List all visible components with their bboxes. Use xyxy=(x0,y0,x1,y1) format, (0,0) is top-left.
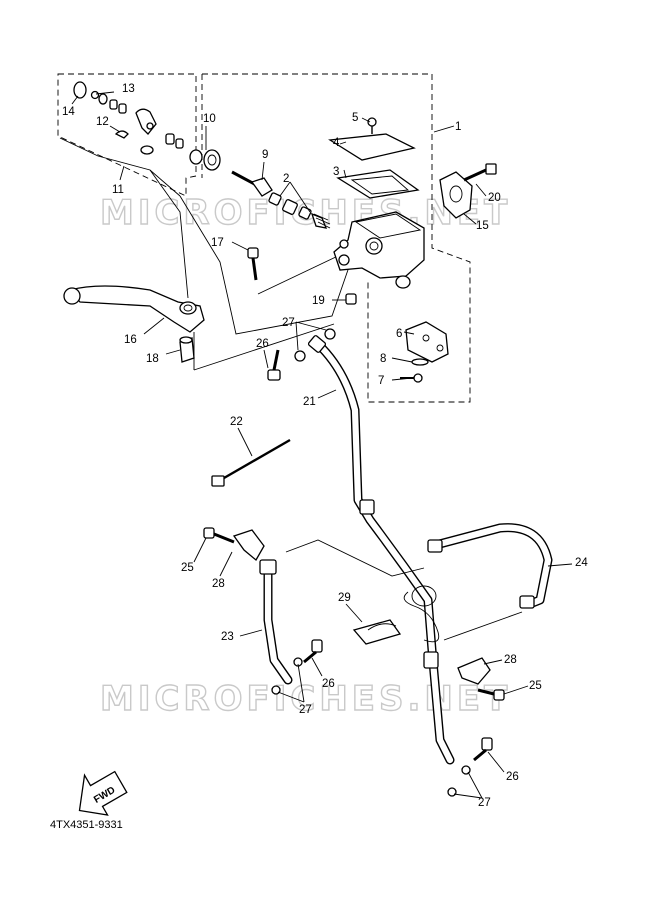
callout-labels: 1 2 3 4 5 6 7 8 9 10 11 12 13 14 15 16 1… xyxy=(62,83,588,809)
part-10-icon xyxy=(189,149,221,171)
part-28-clamp-top-icon xyxy=(232,529,265,561)
callout-28-bottom: 28 xyxy=(504,654,517,666)
leader-lines xyxy=(71,91,573,799)
callout-5: 5 xyxy=(352,112,358,124)
part-17-bolt-icon xyxy=(247,247,259,281)
callout-3: 3 xyxy=(333,166,339,178)
part-20-bolt-icon xyxy=(463,163,497,182)
callout-15: 15 xyxy=(476,220,489,232)
callout-6: 6 xyxy=(396,328,402,340)
callout-27-mid: 27 xyxy=(299,704,312,716)
part-27-washers-top-icon xyxy=(294,328,336,362)
part-9-pushrod-icon xyxy=(231,170,273,197)
callout-7: 7 xyxy=(378,375,384,387)
callout-10: 10 xyxy=(203,113,216,125)
callout-26-bottom: 26 xyxy=(506,771,519,783)
callout-1: 1 xyxy=(455,121,461,133)
wire-loop xyxy=(403,591,440,643)
part-26-bolt-mid-icon xyxy=(303,639,323,664)
callout-17: 17 xyxy=(211,237,224,249)
part-19-nut-icon xyxy=(345,293,357,305)
part-4-cap-icon xyxy=(328,133,416,161)
part-6-switch-icon xyxy=(405,321,449,363)
hose-fittings xyxy=(259,335,535,669)
part-16-brake-lever-icon xyxy=(63,285,205,333)
fwd-arrow-icon: FWD xyxy=(78,770,128,816)
lever-boundary-lines xyxy=(59,137,351,371)
lower-boundary-lines xyxy=(285,539,523,641)
part-1-master-cylinder-icon xyxy=(333,211,425,289)
callout-25-bottom: 25 xyxy=(529,680,542,692)
part-12-icon xyxy=(135,108,157,135)
callout-4: 4 xyxy=(333,137,340,149)
callout-22: 22 xyxy=(230,416,243,428)
part-8-screw-icon xyxy=(411,358,429,366)
callout-26-mid: 26 xyxy=(322,678,335,690)
part-29-bracket-icon xyxy=(352,619,402,645)
reservoir-cap-parts xyxy=(328,117,420,199)
callout-16: 16 xyxy=(124,334,137,346)
part-22-cable-tie-icon xyxy=(211,438,291,487)
callout-21: 21 xyxy=(303,396,316,408)
callout-11: 11 xyxy=(112,184,124,196)
drawing-code: 4TX4351-9331 xyxy=(50,819,123,831)
callout-23: 23 xyxy=(221,631,234,643)
part-28-clamp-bottom-icon xyxy=(457,657,491,685)
part-25-bolt-bottom-icon xyxy=(477,688,505,701)
callout-25-top: 25 xyxy=(181,562,194,574)
group-box-master-cylinder xyxy=(201,73,471,403)
part-2-piston-kit-icon xyxy=(268,192,331,229)
lever-pivot-parts xyxy=(73,81,184,155)
part-25-bolt-top-icon xyxy=(203,527,235,544)
part-15-clamp-icon xyxy=(439,171,473,219)
callout-8: 8 xyxy=(380,353,386,365)
part-26-bolt-top-icon xyxy=(267,349,281,381)
group-box-lever-parts xyxy=(57,73,197,197)
part-14-icon xyxy=(73,81,87,99)
part-27-washers-mid-icon xyxy=(271,657,303,695)
part-26-bolt-bottom-icon xyxy=(473,737,493,762)
callout-20: 20 xyxy=(488,192,501,204)
callout-2: 2 xyxy=(283,173,289,185)
callout-29: 29 xyxy=(338,592,351,604)
callout-27-bottom: 27 xyxy=(478,797,491,809)
brake-hoses xyxy=(263,339,553,765)
callout-19: 19 xyxy=(312,295,325,307)
callout-13: 13 xyxy=(122,83,135,95)
callout-9: 9 xyxy=(262,149,268,161)
callout-14: 14 xyxy=(62,106,75,118)
part-27-washers-bottom-icon xyxy=(447,765,471,797)
callout-27-top: 27 xyxy=(282,317,295,329)
part-18-collar-icon xyxy=(179,336,195,363)
callout-26-top: 26 xyxy=(256,338,269,350)
callout-24: 24 xyxy=(575,557,588,569)
callout-28-top: 28 xyxy=(212,578,225,590)
callout-12: 12 xyxy=(96,116,109,128)
callout-18: 18 xyxy=(146,353,159,365)
